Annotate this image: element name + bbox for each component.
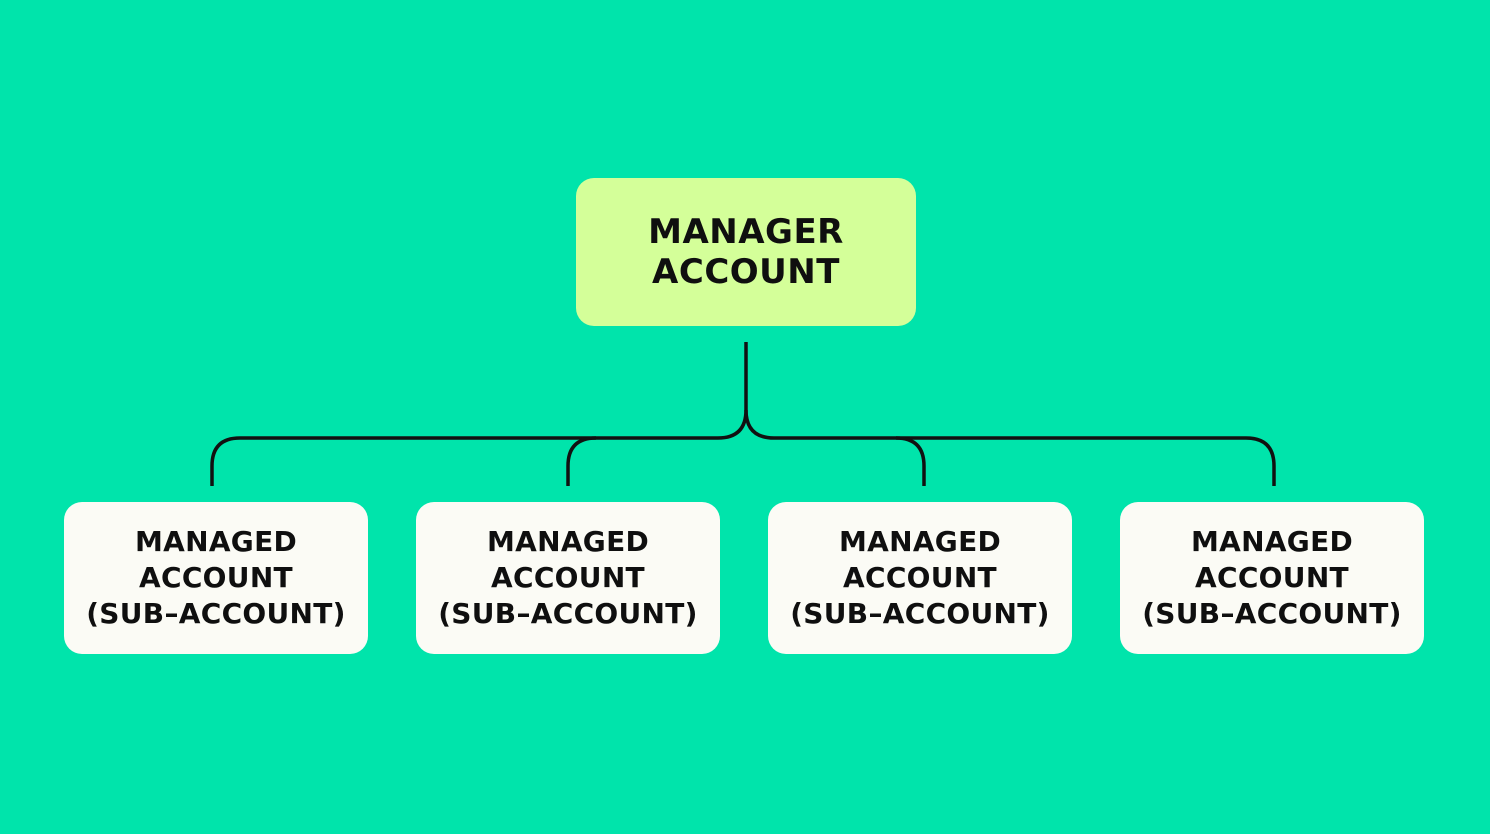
connector-trunk	[717, 342, 748, 440]
managed-account-label-line2: ACCOUNT	[1195, 561, 1349, 594]
managed-account-label-line2: ACCOUNT	[843, 561, 997, 594]
managed-account-label-line3: (SUB–ACCOUNT)	[1142, 597, 1402, 630]
connector-branch-3	[774, 436, 1276, 486]
manager-account-label-line1: MANAGER	[648, 212, 844, 252]
managed-account-node: MANAGED ACCOUNT (SUB–ACCOUNT)	[64, 502, 368, 654]
connector-branch-4	[895, 436, 926, 486]
connector-branch-1	[210, 436, 718, 486]
managed-account-label-line1: MANAGED	[1190, 525, 1354, 558]
managed-account-label-line2: ACCOUNT	[139, 561, 293, 594]
managed-account-label-line1: MANAGED	[134, 525, 298, 558]
managed-account-label-line3: (SUB–ACCOUNT)	[86, 597, 346, 630]
managed-account-label-line3: (SUB–ACCOUNT)	[790, 597, 1050, 630]
managed-account-node: MANAGED ACCOUNT (SUB–ACCOUNT)	[768, 502, 1072, 654]
managed-account-label-line2: ACCOUNT	[491, 561, 645, 594]
managed-account-label-line1: MANAGED	[838, 525, 1002, 558]
managed-account-node: MANAGED ACCOUNT (SUB–ACCOUNT)	[416, 502, 720, 654]
connector-trunk-right	[744, 409, 775, 440]
connector-branch-2	[566, 436, 597, 486]
manager-account-node: MANAGER ACCOUNT	[576, 178, 916, 326]
managed-account-label-line1: MANAGED	[486, 525, 650, 558]
manager-account-label-line2: ACCOUNT	[652, 252, 840, 292]
managed-account-label-line3: (SUB–ACCOUNT)	[438, 597, 698, 630]
managed-account-node: MANAGED ACCOUNT (SUB–ACCOUNT)	[1120, 502, 1424, 654]
